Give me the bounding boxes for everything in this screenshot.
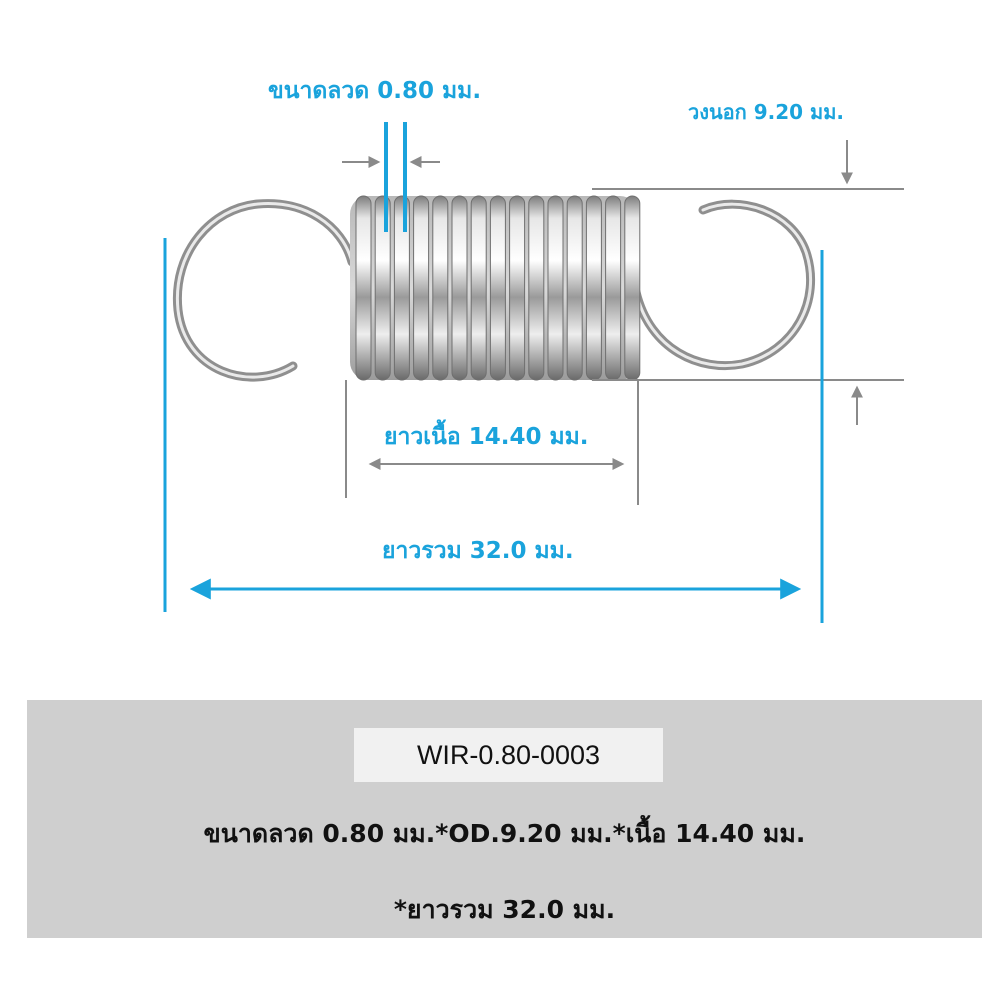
total-length-indicator xyxy=(163,238,824,623)
spring-coil xyxy=(624,195,641,381)
product-info-panel: WIR-0.80-0003 ขนาดลวด 0.80 มม.*OD.9.20 ม… xyxy=(27,700,982,938)
spring-coil xyxy=(605,195,622,381)
spring-coil xyxy=(355,195,372,381)
spec-line-1: ขนาดลวด 0.80 มม.*OD.9.20 มม.*เนื้อ 14.40… xyxy=(203,819,806,848)
spring-coils xyxy=(355,195,641,381)
wire-diameter-label: ขนาดลวด 0.80 มม. xyxy=(268,78,482,104)
total-length-label: ยาวรวม 32.0 มม. xyxy=(382,538,574,564)
spring-coil xyxy=(432,195,449,381)
spring-coil xyxy=(547,195,564,381)
spec-line-2: *ยาวรวม 32.0 มม. xyxy=(393,895,616,924)
spring-coil xyxy=(585,195,602,381)
outer-diameter-label: วงนอก 9.20 มม. xyxy=(688,100,845,124)
spring-coil xyxy=(489,195,506,381)
spring-coil xyxy=(566,195,583,381)
wire-diameter-indicator xyxy=(342,122,440,232)
spring-coil xyxy=(393,195,410,381)
spring-coil xyxy=(470,195,487,381)
body-length-label: ยาวเนื้อ 14.40 มม. xyxy=(384,424,589,450)
spring-coil xyxy=(528,195,545,381)
outer-diameter-indicator xyxy=(592,140,904,425)
body-length-indicator xyxy=(345,380,639,505)
extension-spring-illustration xyxy=(172,195,815,382)
spring-coil xyxy=(451,195,468,381)
spring-coil xyxy=(509,195,526,381)
spring-coil xyxy=(413,195,430,381)
spring-coil xyxy=(374,195,391,381)
product-code: WIR-0.80-0003 xyxy=(354,728,663,782)
